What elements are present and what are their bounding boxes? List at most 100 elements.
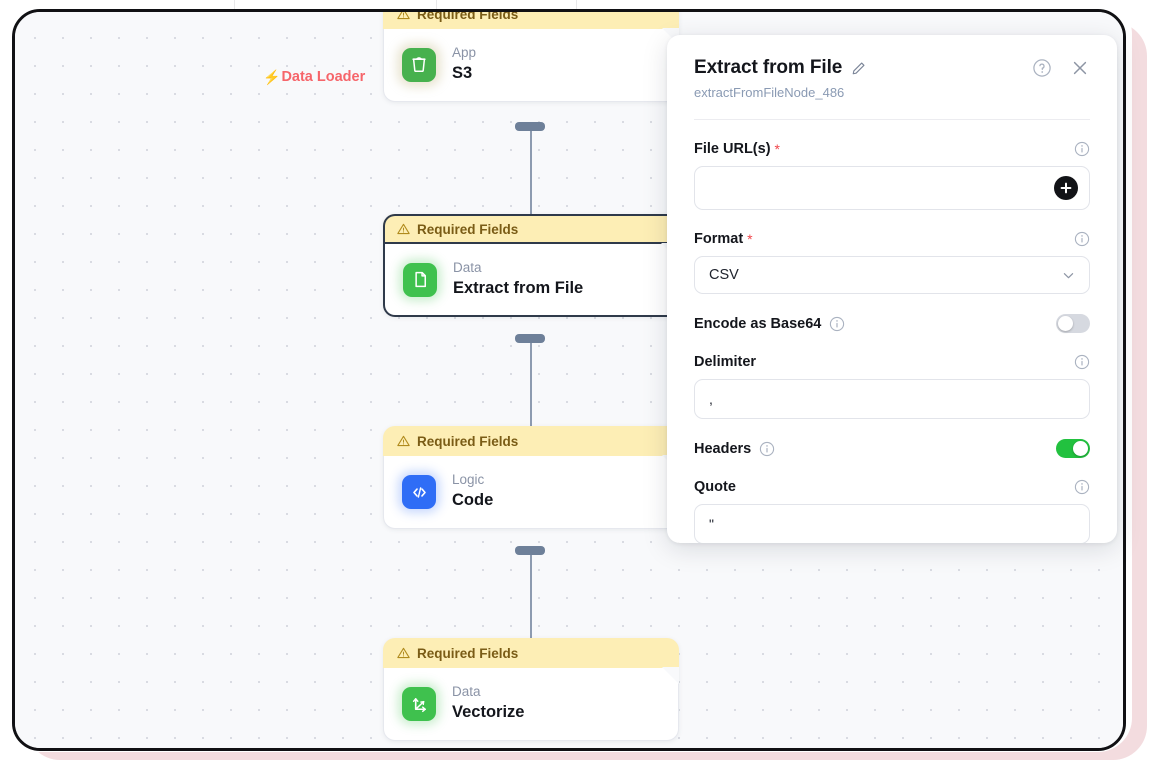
add-file-url-button[interactable]	[1054, 176, 1078, 200]
node-title: Code	[452, 491, 494, 510]
info-circle-icon[interactable]	[759, 441, 775, 457]
panel-node-id: extractFromFileNode_486	[694, 85, 845, 100]
info-circle-icon[interactable]	[1074, 354, 1090, 370]
field-label: Headers	[694, 440, 752, 457]
warning-triangle-icon	[397, 647, 410, 659]
info-circle-icon[interactable]	[1074, 479, 1090, 495]
chrome-divider	[234, 0, 235, 17]
node-warning-banner: Required Fields	[383, 426, 679, 456]
node-settings-panel: Extract from File extractFromFileNode_48…	[667, 35, 1117, 543]
warning-triangle-icon	[397, 435, 410, 447]
field-label: Format	[694, 231, 744, 247]
toggle-knob	[1073, 441, 1088, 456]
plus-icon	[1060, 182, 1072, 194]
quote-value: "	[709, 516, 714, 532]
required-asterisk: *	[774, 141, 780, 157]
group-label-data-loader: ⚡ Data Loader	[263, 69, 365, 85]
node-warning-banner: Required Fields	[383, 638, 679, 668]
field-label: Encode as Base64	[694, 315, 822, 332]
node-body[interactable]: Logic Code	[383, 455, 679, 529]
flow-node-s3[interactable]: Required Fields App S3	[383, 9, 679, 102]
panel-title-row: Extract from File	[694, 57, 1090, 79]
code-brackets-icon	[402, 475, 436, 509]
field-format: Format * CSV	[694, 231, 1090, 294]
flow-node-vectorize[interactable]: Required Fields Data	[383, 638, 679, 741]
delimiter-value: ,	[709, 391, 713, 407]
node-title: S3	[452, 64, 473, 83]
node-text: Data Vectorize	[452, 684, 525, 723]
field-label-row: File URL(s) *	[694, 141, 1090, 157]
chrome-divider	[576, 0, 577, 17]
panel-title: Extract from File	[694, 57, 843, 78]
field-label: Delimiter	[694, 354, 757, 370]
node-handle-output-s3[interactable]	[515, 122, 545, 131]
node-body[interactable]: App S3	[383, 28, 679, 102]
node-warning-text: Required Fields	[417, 9, 519, 22]
node-title: Extract from File	[453, 278, 584, 297]
info-wrap	[829, 316, 845, 332]
s3-bucket-icon	[402, 48, 436, 82]
field-label-row: Delimiter	[694, 354, 1090, 370]
node-title: Vectorize	[452, 703, 525, 722]
node-category: Data	[452, 684, 481, 700]
group-label-text: Data Loader	[281, 69, 366, 85]
field-delimiter: Delimiter ,	[694, 354, 1090, 419]
field-label: File URL(s)	[694, 141, 771, 157]
field-quote: Quote "	[694, 479, 1090, 543]
chevron-down-icon	[1063, 272, 1074, 278]
question-circle-icon[interactable]	[1032, 58, 1052, 78]
delimiter-input[interactable]: ,	[694, 379, 1090, 419]
node-handle-output-extract[interactable]	[515, 334, 545, 343]
node-body[interactable]: Data Vectorize	[383, 667, 679, 741]
pencil-icon[interactable]	[851, 61, 866, 76]
edge-extract-to-code	[530, 339, 532, 437]
node-text: App S3	[452, 45, 477, 84]
format-select[interactable]: CSV	[694, 256, 1090, 294]
required-asterisk: *	[747, 231, 753, 247]
node-warning-text: Required Fields	[417, 221, 519, 237]
quote-input[interactable]: "	[694, 504, 1090, 543]
close-x-icon[interactable]	[1070, 58, 1090, 78]
node-corner-notch	[662, 667, 679, 684]
encode-base64-toggle[interactable]	[1056, 314, 1090, 333]
panel-header-actions	[1032, 58, 1090, 78]
field-label-row: Format *	[694, 231, 1090, 247]
flow-node-extract-from-file[interactable]: Required Fields Data Extract from File	[383, 214, 679, 317]
headers-toggle[interactable]	[1056, 439, 1090, 458]
format-value: CSV	[709, 267, 739, 283]
file-urls-input[interactable]	[694, 166, 1090, 210]
chrome-divider	[436, 0, 437, 17]
field-file-urls: File URL(s) *	[694, 141, 1090, 210]
field-encode-base64: Encode as Base64	[694, 314, 1090, 333]
panel-form: File URL(s) *	[667, 141, 1117, 543]
node-body[interactable]: Data Extract from File	[383, 243, 679, 317]
info-circle-icon[interactable]	[829, 316, 845, 332]
toggle-knob	[1058, 316, 1073, 331]
file-document-icon	[403, 262, 437, 297]
field-label: Quote	[694, 479, 736, 495]
lightning-bolt-icon: ⚡	[263, 69, 281, 85]
node-text: Data Extract from File	[453, 259, 584, 299]
panel-header: Extract from File extractFromFileNode_48…	[667, 35, 1117, 100]
node-category: Logic	[452, 472, 485, 488]
flow-node-code[interactable]: Required Fields Logic Code	[383, 426, 679, 529]
node-handle-output-code[interactable]	[515, 546, 545, 555]
panel-divider	[694, 119, 1090, 120]
info-circle-icon[interactable]	[1074, 141, 1090, 157]
node-warning-text: Required Fields	[417, 433, 519, 449]
edge-code-to-vectorize	[530, 551, 532, 649]
node-category: Data	[453, 259, 482, 275]
edge-s3-to-extract	[530, 127, 532, 225]
info-circle-icon[interactable]	[1074, 231, 1090, 247]
warning-triangle-icon	[397, 12, 410, 20]
node-warning-text: Required Fields	[417, 645, 519, 661]
node-category: App	[452, 45, 477, 61]
node-warning-banner: Required Fields	[383, 214, 679, 244]
node-text: Logic Code	[452, 472, 494, 511]
warning-triangle-icon	[397, 223, 410, 235]
node-warning-banner: Required Fields	[383, 9, 679, 29]
field-headers: Headers	[694, 439, 1090, 458]
info-wrap	[759, 441, 775, 457]
vector-axes-icon	[402, 687, 436, 721]
